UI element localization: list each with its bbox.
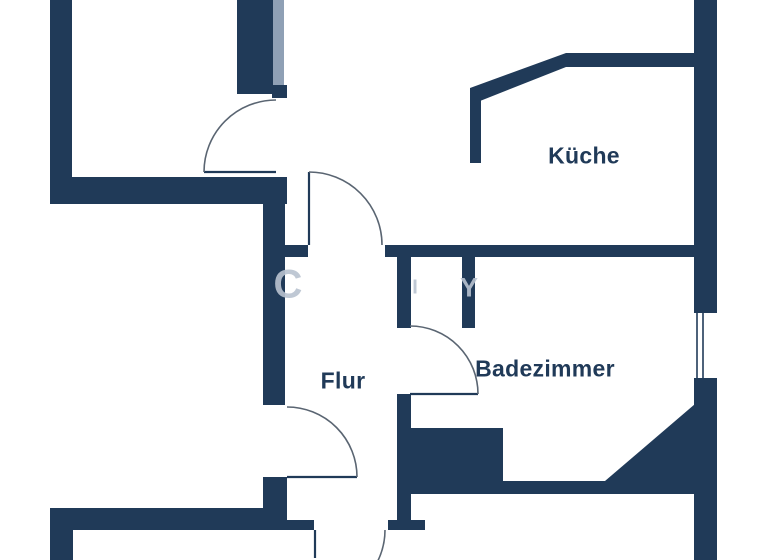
- wall-badezimmer-stub: [462, 245, 475, 328]
- door-arc-bottom: [377, 529, 386, 560]
- door-arc-badezimmer: [409, 325, 479, 395]
- watermark-fragment-1: C: [273, 262, 303, 307]
- wall-door-jamb-notch: [272, 85, 287, 98]
- wall-badezimmer-left: [397, 394, 411, 530]
- wall-room1-bottom: [50, 177, 287, 204]
- wall-mid-left-segment: [263, 245, 308, 257]
- badezimmer-solid-block: [410, 428, 503, 482]
- wall-right-lower: [694, 378, 717, 560]
- watermark-fragment-3: Y: [459, 272, 479, 303]
- wall-kitchen-top: [566, 53, 717, 67]
- watermark-fragment-2: I: [412, 276, 418, 299]
- wall-left-lower: [50, 508, 73, 560]
- door-arc-flur: [286, 406, 358, 478]
- room-label-flur: Flur: [320, 367, 366, 394]
- room-label-badezimmer: Badezimmer: [475, 355, 615, 382]
- door-arc-mid-wall: [308, 171, 383, 246]
- wall-recessed-strip: [273, 0, 284, 86]
- wall-mid-right-segment: [385, 245, 717, 257]
- wall-right-upper: [694, 0, 717, 313]
- wall-badezimmer-bottom: [410, 481, 717, 494]
- room-label-kueche: Küche: [548, 142, 620, 169]
- wall-kitchen-diagonal: [470, 53, 566, 101]
- wall-bottom-thin: [287, 520, 314, 530]
- wall-bottom-thick: [50, 508, 287, 530]
- wall-badezimmer-door-jamb: [397, 245, 411, 328]
- wall-left-upper: [50, 0, 72, 204]
- badezimmer-corner-triangle: [605, 404, 695, 481]
- wall-chimney-block: [237, 0, 273, 94]
- door-arc-room1: [203, 99, 277, 173]
- wall-kitchen-left-stub: [470, 88, 481, 163]
